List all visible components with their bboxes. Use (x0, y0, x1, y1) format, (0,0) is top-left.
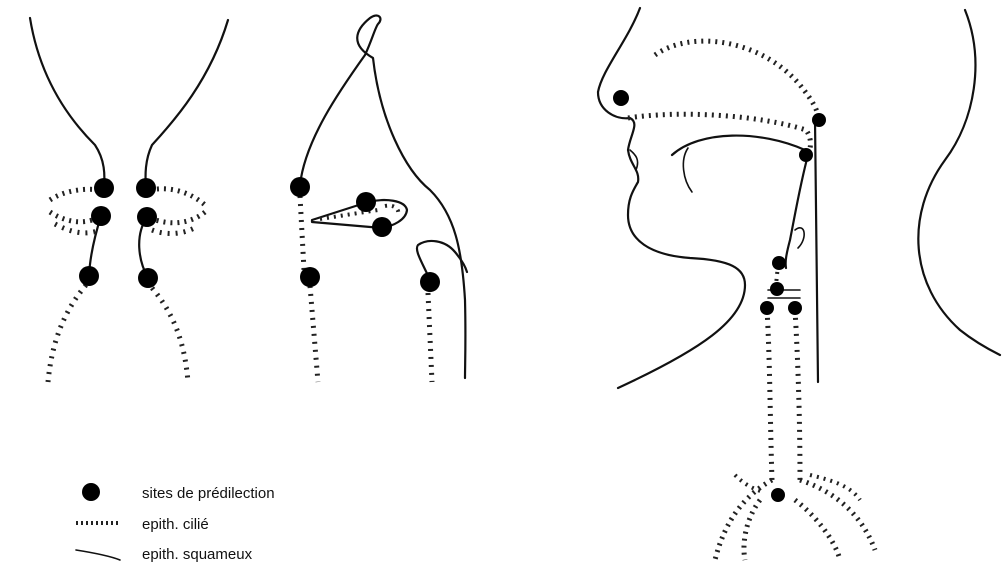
ciliated-column-right (428, 293, 432, 382)
ciliated-fold-right-2 (150, 212, 205, 223)
ciliated-fold-left (50, 189, 101, 200)
squamous-wall-right (146, 20, 228, 188)
predilection-site-dot (420, 272, 440, 292)
legend: sites de prédilection epith. cilié epith… (76, 483, 275, 563)
ciliated-fold-left-3 (55, 224, 100, 233)
squamous-epiglottis (300, 16, 465, 378)
sagittal-airway-panel (598, 8, 1000, 560)
ciliated-bronchus-right-2 (795, 500, 840, 560)
predilection-site-dot (760, 301, 774, 315)
ciliated-bronchus-left (715, 480, 772, 560)
ciliated-trachea-left (48, 285, 86, 382)
ciliated-ventricle-2 (385, 206, 398, 216)
predilection-site-dot (290, 177, 310, 197)
predilection-site-dot (372, 217, 392, 237)
frontal-view-panel (30, 18, 228, 382)
ciliated-column-mid (310, 286, 318, 382)
predilection-site-dot (613, 90, 629, 106)
palate-inner (683, 148, 692, 192)
ciliated-nasal-floor (628, 114, 811, 155)
ciliated-fold-right (150, 189, 205, 205)
predilection-site-dot (772, 256, 786, 270)
predilection-site-dot (79, 266, 99, 286)
predilection-site-dot (770, 282, 784, 296)
head-back-curve (918, 10, 1000, 355)
ciliated-fold-right-3 (152, 226, 198, 233)
face-profile (598, 8, 745, 388)
legend-label-squamous: epith. squameux (142, 546, 253, 563)
ciliated-bronchus-left-3 (735, 475, 765, 492)
lateral-larynx-panel (290, 16, 467, 382)
tongue-back (786, 155, 808, 268)
ciliated-trachea-left (767, 310, 772, 480)
predilection-site-dot (136, 178, 156, 198)
legend-label-ciliated: epith. cilié (142, 516, 209, 533)
ciliated-bronchus-left-2 (744, 500, 760, 560)
ciliated-bronchus-right-3 (810, 475, 860, 500)
dot-icon (82, 483, 100, 501)
predilection-site-dot (812, 113, 826, 127)
predilection-site-dot (300, 267, 320, 287)
predilection-site-dot (91, 206, 111, 226)
ciliated-trachea-right (152, 288, 188, 382)
pharynx-wall (815, 120, 818, 382)
predilection-site-dot (788, 301, 802, 315)
predilection-site-dot (356, 192, 376, 212)
palate-line (672, 136, 805, 155)
ciliated-nasal-top (655, 41, 818, 118)
predilection-site-dot (138, 268, 158, 288)
ciliated-column-left (300, 196, 304, 270)
squamous-wall-left (30, 18, 104, 188)
predilection-site-dot (771, 488, 785, 502)
predilection-site-dot (94, 178, 114, 198)
ciliated-trachea-right (795, 310, 800, 480)
predilection-site-dot (137, 207, 157, 227)
predilection-site-dot (799, 148, 813, 162)
squamous-line-icon (76, 550, 120, 560)
epiglottis-small (795, 228, 804, 248)
legend-label-sites: sites de prédilection (142, 485, 275, 502)
